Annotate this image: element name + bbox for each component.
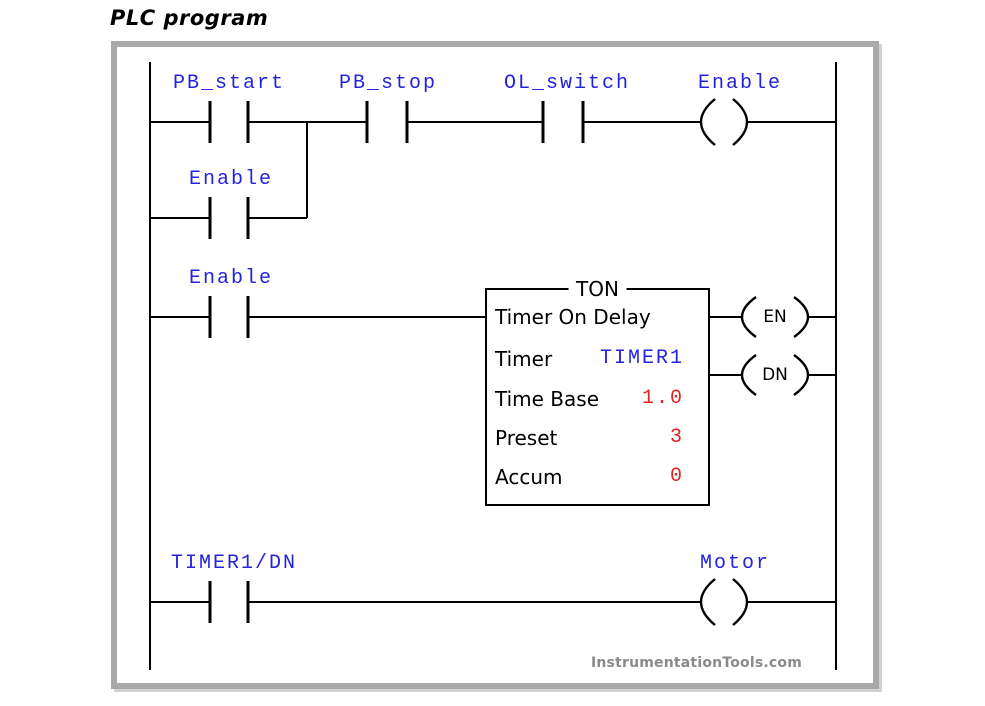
contact-timer1-dn-icon bbox=[208, 581, 250, 623]
coil-en-icon bbox=[740, 296, 810, 338]
contact-pb-start-icon bbox=[208, 101, 250, 143]
page-title: PLC program bbox=[110, 6, 269, 30]
ton-timer-block: TON Timer On Delay Timer TIMER1 Time Bas… bbox=[485, 276, 710, 506]
ton-param-timebase-row: Time Base 1.0 bbox=[495, 386, 684, 412]
branch-wires bbox=[150, 122, 308, 219]
ton-param-accum-label: Accum bbox=[495, 465, 563, 489]
contact-enable-rung2-icon bbox=[208, 296, 250, 338]
label-pb-stop: PB_stop bbox=[338, 72, 438, 95]
coil-dn-icon bbox=[740, 354, 810, 396]
coil-enable-icon bbox=[699, 98, 749, 146]
label-enable-branch: Enable bbox=[188, 168, 274, 191]
label-motor-coil: Motor bbox=[699, 552, 771, 575]
coil-motor-icon bbox=[699, 578, 749, 626]
label-dn-output: DN bbox=[762, 365, 788, 385]
ton-param-accum-value: 0 bbox=[669, 465, 684, 488]
label-timer1-dn: TIMER1/DN bbox=[170, 552, 298, 575]
ton-param-timebase-value: 1.0 bbox=[641, 387, 684, 410]
watermark: InstrumentationTools.com bbox=[590, 655, 802, 671]
ton-param-preset-label: Preset bbox=[495, 426, 558, 450]
label-enable-rung2: Enable bbox=[188, 267, 274, 290]
rung2-wires bbox=[150, 316, 836, 376]
ton-param-timer-value: TIMER1 bbox=[599, 347, 684, 370]
label-pb-start: PB_start bbox=[172, 72, 286, 95]
label-ol-switch: OL_switch bbox=[503, 72, 631, 95]
ton-param-timer-label: Timer bbox=[495, 347, 553, 371]
ton-param-preset-row: Preset 3 bbox=[495, 425, 684, 451]
ton-param-timebase-label: Time Base bbox=[495, 387, 600, 411]
ton-block-name-row: Timer On Delay bbox=[495, 304, 684, 330]
ton-block-name: Timer On Delay bbox=[495, 305, 651, 329]
label-en-output: EN bbox=[763, 307, 787, 327]
contact-ol-switch-icon bbox=[541, 101, 585, 143]
ton-block-type: TON bbox=[568, 276, 627, 302]
contact-enable-branch-icon bbox=[208, 197, 250, 239]
ton-param-accum-row: Accum 0 bbox=[495, 464, 684, 490]
label-enable-coil: Enable bbox=[697, 72, 783, 95]
ton-param-preset-value: 3 bbox=[669, 426, 684, 449]
ton-param-timer-row: Timer TIMER1 bbox=[495, 346, 684, 372]
contact-pb-stop-icon bbox=[365, 101, 409, 143]
